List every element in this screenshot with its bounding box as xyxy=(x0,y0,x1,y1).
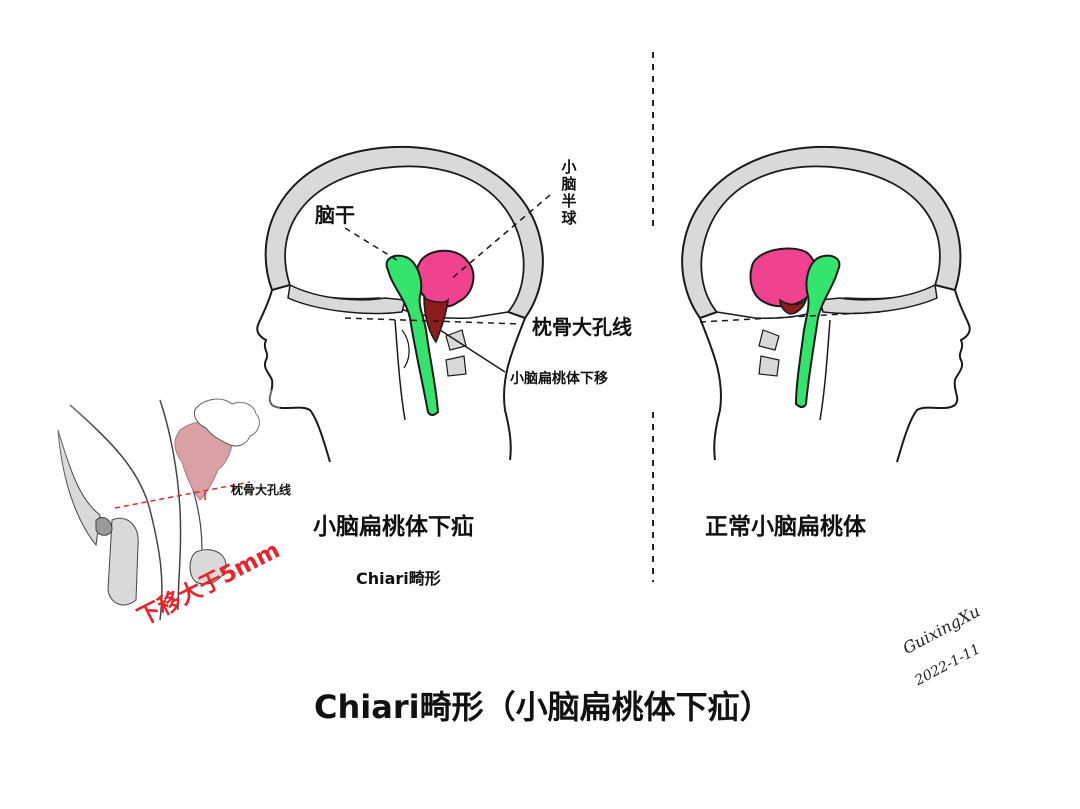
right-head xyxy=(681,145,971,463)
page-title: Chiari畸形（小脑扁桃体下疝） xyxy=(314,688,772,726)
right-foramen-line xyxy=(699,311,881,323)
label-foramen-magnum-line: 枕骨大孔线 xyxy=(532,315,632,339)
left-airway xyxy=(394,319,406,421)
right-vertebra-1 xyxy=(758,329,780,351)
left-head xyxy=(256,145,551,463)
left-brainstem xyxy=(385,254,440,416)
subcaption-chiari: Chiari畸形 xyxy=(356,569,441,588)
caption-chiari-herniation: 小脑扁桃体下疝 xyxy=(313,514,474,540)
label-brainstem: 脑干 xyxy=(315,203,355,227)
left-neck-back xyxy=(503,317,526,461)
left-foramen-line xyxy=(344,317,521,325)
right-face-profile xyxy=(896,289,971,463)
right-skull-base xyxy=(819,283,938,315)
right-airway xyxy=(819,319,831,421)
left-vertebra-2 xyxy=(445,355,467,377)
inset-detail xyxy=(50,390,280,640)
right-tonsil xyxy=(779,297,808,315)
left-face-profile xyxy=(256,289,331,463)
left-descent-pointer xyxy=(439,329,506,373)
inset-fade xyxy=(50,390,280,640)
left-jaw-bone xyxy=(401,329,410,369)
right-vertebra-2 xyxy=(758,355,780,377)
caption-normal-tonsil: 正常小脑扁桃体 xyxy=(705,514,866,540)
right-brainstem xyxy=(794,254,841,408)
left-tonsil xyxy=(423,296,450,344)
left-skull-base xyxy=(287,283,406,315)
right-neck-back xyxy=(699,317,722,461)
label-tonsil-descent: 小脑扁桃体下移 xyxy=(510,371,608,387)
label-inset-foramen-magnum-line: 枕骨大孔线 xyxy=(231,483,292,497)
label-cerebellar-hemisphere: 小脑半球 xyxy=(561,158,577,227)
